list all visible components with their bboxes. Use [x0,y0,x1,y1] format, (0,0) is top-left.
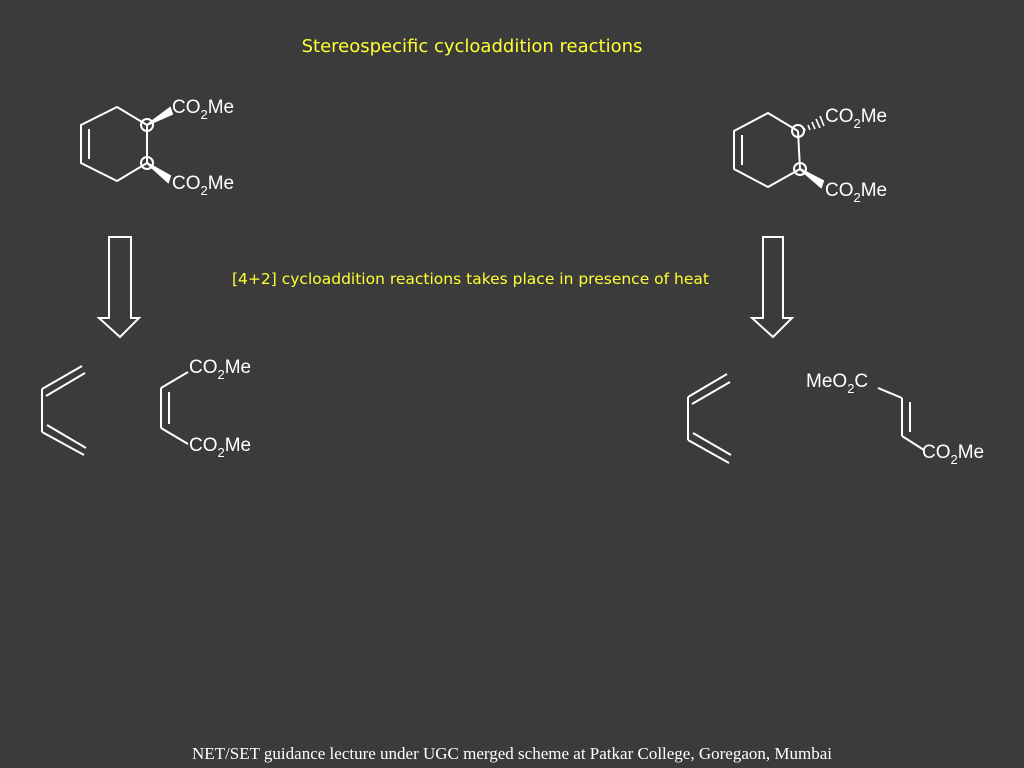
slide-title-text: Stereospecific cycloaddition reactions [301,36,643,57]
trans-cyclohexene-diester [733,111,825,189]
left-butadiene [41,365,87,456]
maleate-bottom-ester-label: CO2Me [189,435,251,460]
fumarate-top-ester-label: MeO2C [806,371,868,396]
left-retro-arrow [96,236,142,339]
hashed-wedge-bond [803,115,825,132]
reaction-condition-note: [4+2] cycloaddition reactions takes plac… [232,270,709,288]
right-retro-arrow [749,236,795,339]
cis-top-ester-label: CO2Me [172,97,234,122]
cis-bottom-ester-label: CO2Me [172,173,234,198]
dimethyl-maleate [160,371,189,445]
dimethyl-fumarate [877,387,925,451]
trans-bottom-ester-label: CO2Me [825,180,887,205]
slide-title: Stereospecific cycloaddition reactions [0,36,944,57]
right-butadiene [687,373,732,464]
maleate-top-ester-label: CO2Me [189,357,251,382]
fumarate-bottom-ester-label: CO2Me [922,442,984,467]
slide-footer: NET/SET guidance lecture under UGC merge… [192,744,832,763]
trans-top-ester-label: CO2Me [825,106,887,131]
cis-cyclohexene-diester [80,105,174,184]
